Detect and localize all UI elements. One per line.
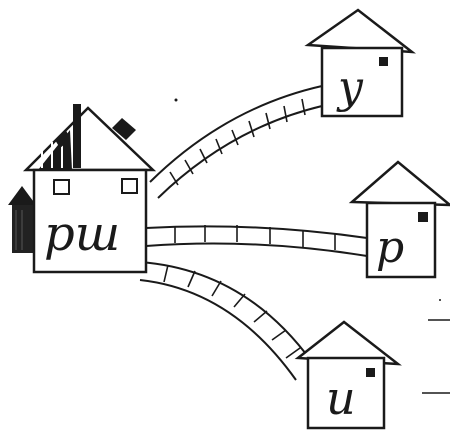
bottom-right-house-letter: и — [326, 371, 356, 425]
speck — [439, 299, 441, 301]
big-house-letters: рш — [44, 206, 120, 262]
big-house: рш — [26, 104, 153, 272]
speck — [175, 99, 178, 102]
bottom-right-house: и — [298, 322, 398, 428]
top-right-house-letter: у — [336, 62, 364, 113]
bottom-right-house-window — [366, 368, 375, 377]
bridge-to-middle-house — [146, 225, 367, 256]
bridge-to-top-house — [150, 86, 322, 198]
bridge-to-bottom-house — [140, 262, 312, 380]
answer-lines — [422, 320, 450, 393]
top-right-house: у — [308, 10, 412, 116]
middle-right-house-window — [418, 212, 428, 222]
top-right-house-window — [379, 57, 388, 66]
small-shed — [8, 186, 36, 253]
big-house-roof — [26, 108, 153, 170]
top-right-house-roof — [308, 10, 412, 52]
big-house-window-left — [54, 180, 69, 194]
middle-right-house-roof — [352, 162, 450, 205]
big-house-window-right — [122, 179, 137, 193]
middle-right-house-letter: р — [376, 222, 404, 273]
middle-right-house: р — [352, 162, 450, 277]
